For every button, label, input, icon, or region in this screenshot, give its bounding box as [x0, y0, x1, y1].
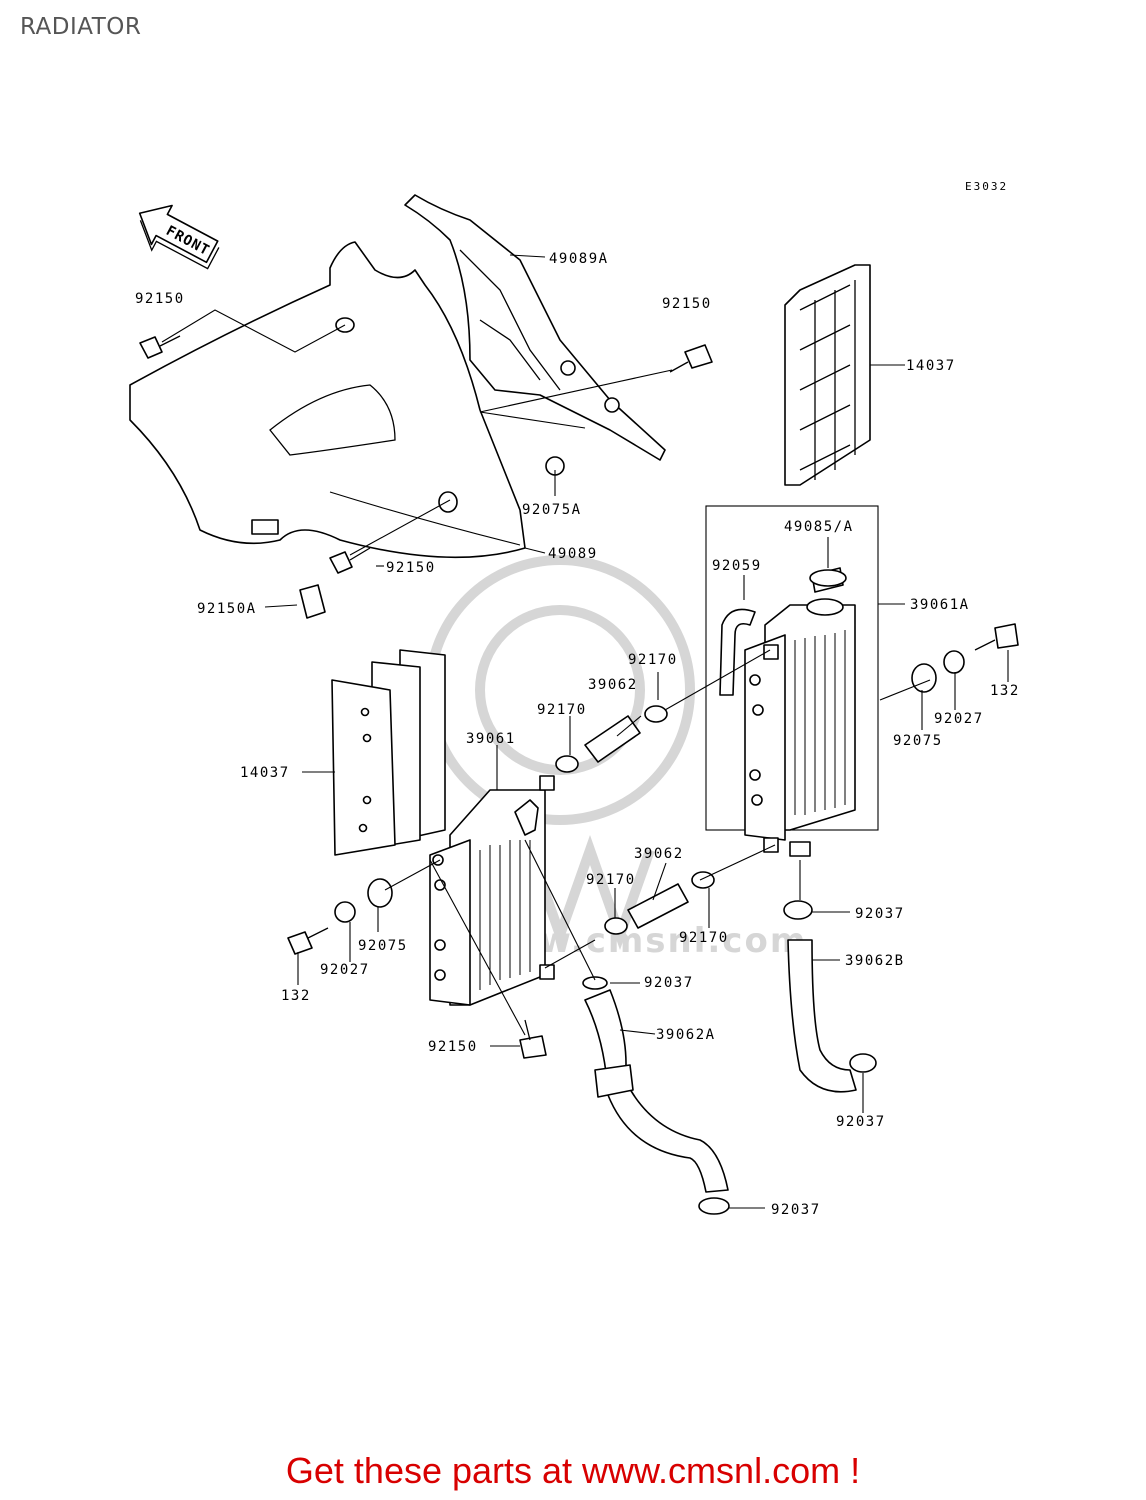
part-label: 39061	[466, 731, 516, 747]
part-label: 92027	[320, 962, 370, 978]
part-label: 49089	[548, 546, 598, 562]
part-label: 92027	[934, 711, 984, 727]
part-labels: 49089A 92150 92150 14037 92075A 49089 92…	[135, 251, 1020, 1218]
part-label: 92037	[855, 906, 905, 922]
clamp-parts	[555, 705, 877, 1215]
part-label: 39062	[634, 846, 684, 862]
part-label: 39061A	[910, 597, 970, 613]
radiator-right-part	[705, 505, 879, 857]
part-label: 92059	[712, 558, 762, 574]
front-arrow-icon: FRONT	[138, 204, 220, 270]
part-label: 92037	[644, 975, 694, 991]
part-label: 132	[990, 683, 1020, 699]
hose-39062B-part	[787, 939, 857, 1093]
part-label: 92150	[386, 560, 436, 576]
part-label: 92150A	[197, 601, 257, 617]
parts-diagram: www.cmsnl.com E3032 FRONT	[129, 180, 1020, 1218]
part-label: 92150	[662, 296, 712, 312]
part-label: 14037	[240, 765, 290, 781]
radiator-left-part	[429, 775, 555, 1006]
shroud-left-part	[129, 241, 526, 559]
part-label: 49089A	[549, 251, 609, 267]
part-label: 49085/A	[784, 519, 854, 535]
shroud-right-part	[404, 194, 666, 461]
part-label: 39062	[588, 677, 638, 693]
part-label: 39062B	[845, 953, 905, 969]
part-label: 132	[281, 988, 311, 1004]
radiator-grille-right-part	[784, 264, 871, 486]
diagram-code: E3032	[965, 180, 1008, 193]
part-label: 92075	[893, 733, 943, 749]
part-label: 92037	[771, 1202, 821, 1218]
part-label: 92037	[836, 1114, 886, 1130]
part-label: 92075	[358, 938, 408, 954]
bolt-parts	[139, 335, 1019, 1059]
part-label: 92150	[428, 1039, 478, 1055]
part-label: 92170	[679, 930, 729, 946]
part-label: 92170	[628, 652, 678, 668]
part-label: 39062A	[656, 1027, 716, 1043]
radiator-grille-left-part	[331, 649, 446, 856]
leader-lines	[161, 254, 1009, 1209]
page-title: RADIATOR	[20, 14, 142, 40]
part-label: 14037	[906, 358, 956, 374]
hose-39062-lower-part	[627, 883, 689, 929]
grommet-parts	[334, 456, 965, 923]
part-label: 92150	[135, 291, 185, 307]
hose-39062A-part	[584, 989, 729, 1193]
hose-39062-upper-part	[584, 715, 641, 763]
part-label: 92170	[537, 702, 587, 718]
part-label: 92170	[586, 872, 636, 888]
footer-link[interactable]: Get these parts at www.cmsnl.com !	[285, 1450, 861, 1491]
part-label: 92075A	[522, 502, 582, 518]
